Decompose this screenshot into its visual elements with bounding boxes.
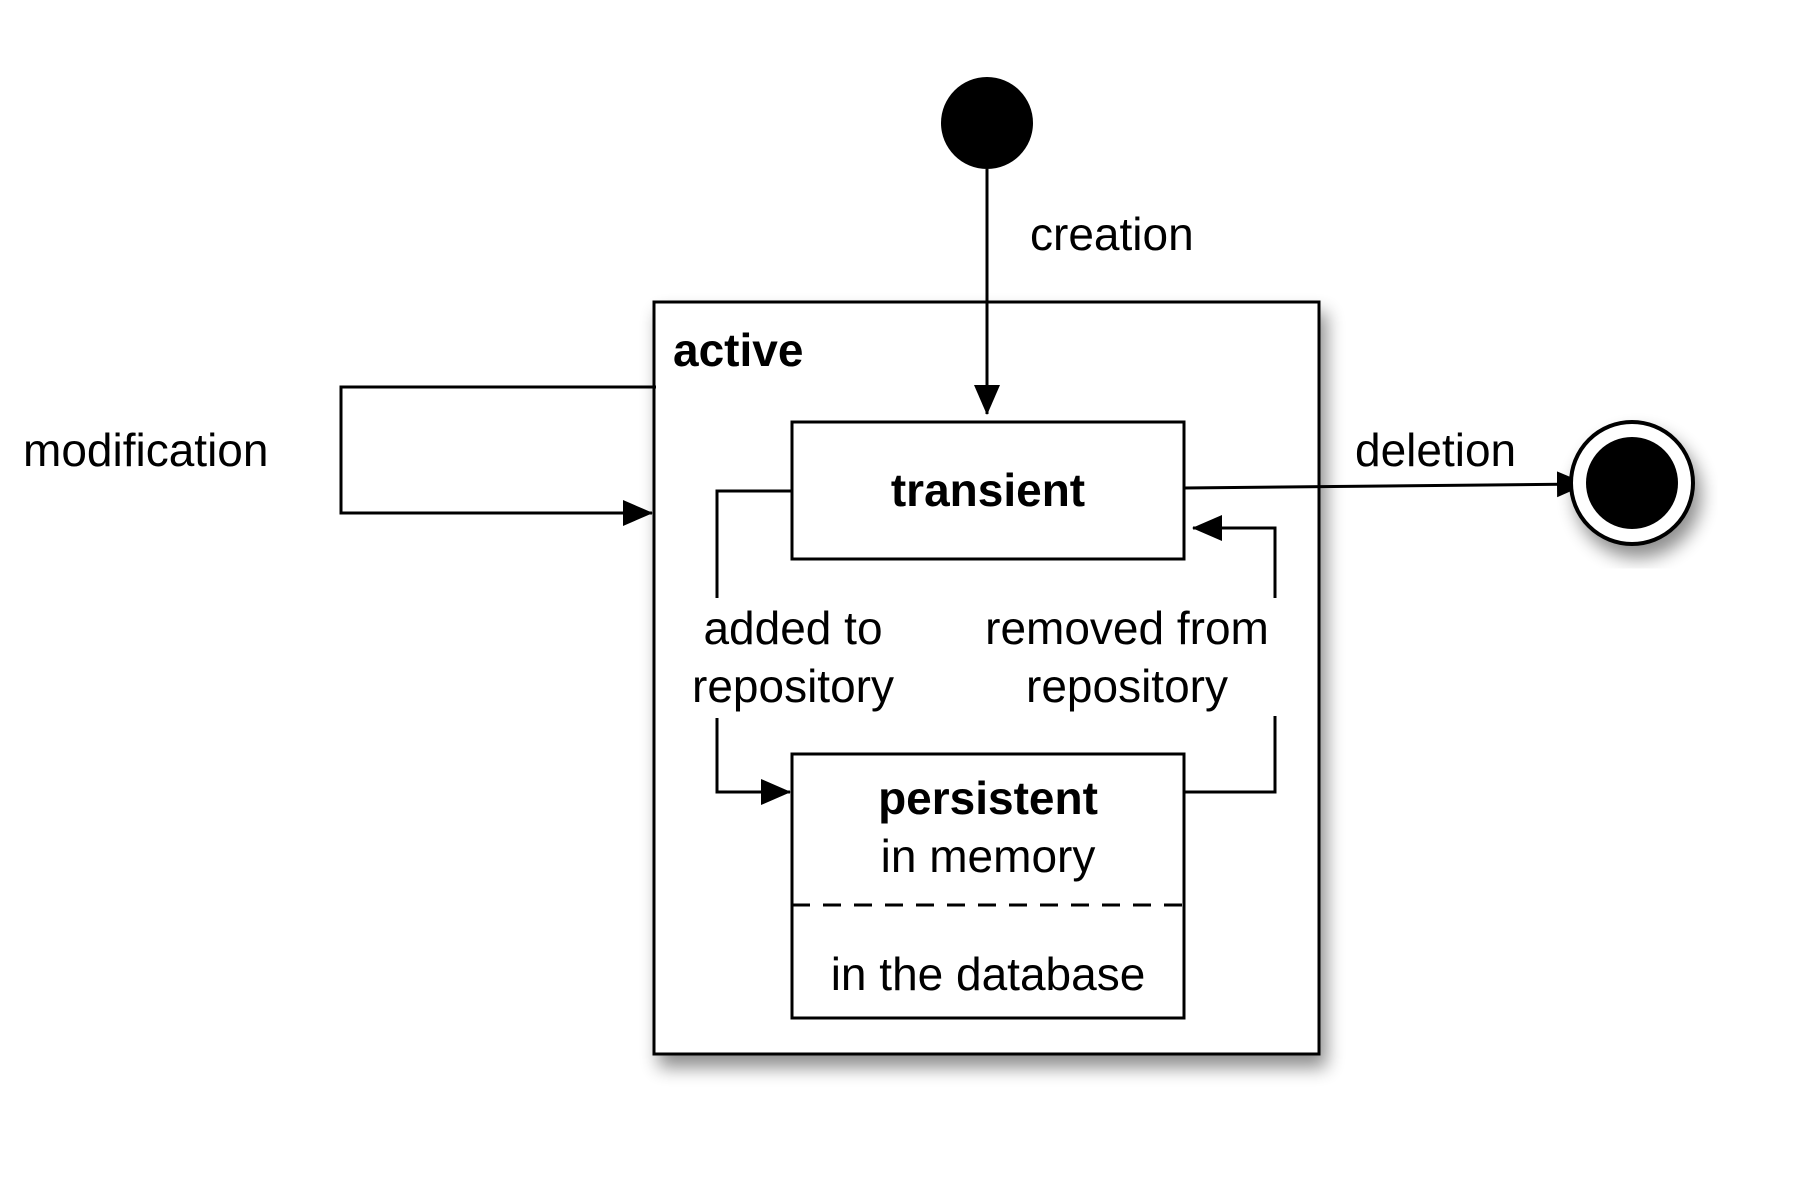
persistent-state-label: persistent — [878, 772, 1098, 824]
removed-from-repository-line-bottom — [1184, 716, 1277, 794]
modification-label: modification — [23, 424, 268, 476]
added-to-repository-label-line2: repository — [692, 660, 894, 712]
modification-arrow — [339, 385, 656, 526]
added-to-repository-arrow — [715, 718, 791, 805]
removed-from-repository-label-line2: repository — [1026, 660, 1228, 712]
transient-state-label: transient — [891, 464, 1085, 516]
deletion-arrow — [1183, 471, 1587, 498]
transient-state-box — [790, 420, 1186, 561]
persistent-state-box — [790, 752, 1186, 1020]
removed-from-repository-arrow — [1192, 515, 1277, 598]
deletion-label: deletion — [1355, 424, 1516, 476]
removed-from-repository-label: removed from — [985, 602, 1269, 654]
added-to-repository-line-top — [715, 489, 792, 598]
persistent-in-database-label: in the database — [831, 948, 1146, 1000]
added-to-repository-label: added to — [703, 602, 882, 654]
active-state-label: active — [673, 324, 803, 376]
creation-label: creation — [1030, 208, 1194, 260]
final-state-icon — [1569, 420, 1695, 546]
initial-state-icon — [941, 77, 1033, 169]
persistent-in-memory-label: in memory — [881, 830, 1096, 882]
